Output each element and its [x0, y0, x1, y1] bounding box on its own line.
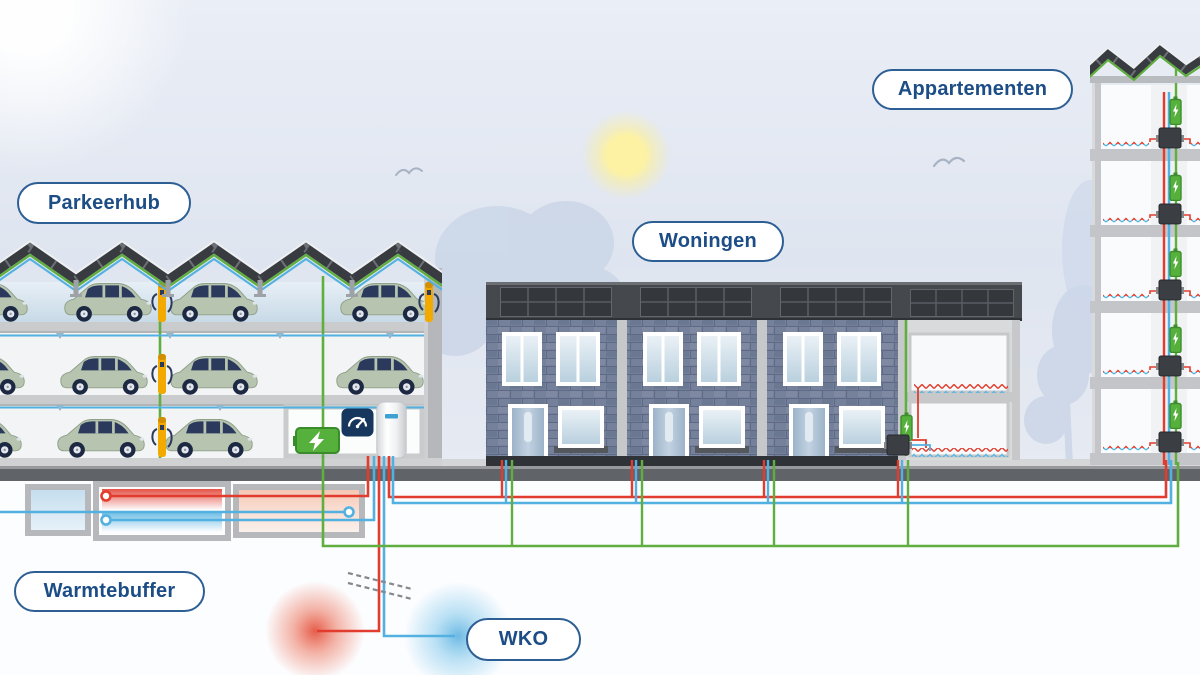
label-appartementen-text: Appartementen: [897, 78, 1048, 100]
label-wko-text: WKO: [498, 628, 549, 650]
brick-facade: [486, 320, 898, 460]
solar-panel-array-icon: [640, 287, 752, 317]
battery-icon: [1169, 248, 1182, 277]
label-warmtebuffer-text: Warmtebuffer: [43, 580, 176, 602]
heat-pump-unit-icon: [376, 401, 407, 459]
row-houses: [486, 282, 1022, 470]
label-parkeerhub-text: Parkeerhub: [47, 191, 161, 214]
apartment-solar-roof: [1090, 44, 1200, 83]
floor-units: [1149, 96, 1191, 453]
floor-heating: [914, 384, 1008, 390]
battery-icon: [1169, 324, 1182, 353]
heat-interface-unit-icon: [1156, 279, 1184, 301]
solar-roof: [0, 240, 442, 297]
label-parkeerhub: Parkeerhub: [17, 182, 191, 224]
label-woningen-text: Woningen: [659, 230, 757, 252]
parking-garage: [0, 240, 442, 472]
heat-interface-unit-icon: [1156, 355, 1184, 377]
label-wko: WKO: [466, 618, 581, 661]
label-appartementen: Appartementen: [872, 69, 1073, 110]
energy-meter-icon: [341, 408, 374, 437]
corner-house: [884, 320, 1020, 460]
solar-panel-array-icon: [780, 287, 892, 317]
heat-interface-unit-icon: [884, 434, 912, 456]
label-woningen: Woningen: [632, 221, 784, 262]
ground: [0, 466, 1200, 481]
floor-heating: [912, 448, 1008, 454]
bird-icon: [395, 167, 423, 176]
houses-roof: [486, 282, 1022, 321]
heat-interface-unit-icon: [1156, 127, 1184, 149]
battery-icon: [1169, 96, 1182, 125]
solar-panel-array-icon: [910, 289, 1014, 317]
label-warmtebuffer: Warmtebuffer: [14, 571, 205, 612]
sun-icon: [576, 105, 676, 205]
battery-icon: [1169, 172, 1182, 201]
battery-icon: [1169, 400, 1182, 429]
heat-interface-unit-icon: [1156, 203, 1184, 225]
battery-icon: [293, 427, 340, 454]
solar-panel-array-icon: [500, 287, 612, 317]
heat-interface-unit-icon: [1156, 431, 1184, 453]
bird-icon: [932, 156, 966, 168]
apartment-building: [1090, 44, 1200, 465]
